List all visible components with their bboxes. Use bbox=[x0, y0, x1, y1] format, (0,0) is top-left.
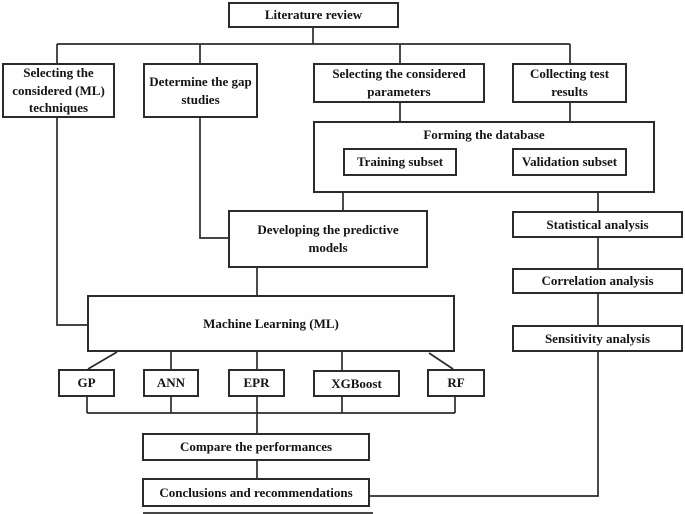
node-determine-gap: Determine the gap studies bbox=[143, 63, 258, 118]
node-sensitivity-analysis-label: Sensitivity analysis bbox=[544, 330, 651, 346]
node-selecting-techniques-label: Selecting the considered (ML) techniques bbox=[12, 65, 105, 116]
node-machine-learning-label: Machine Learning (ML) bbox=[203, 315, 339, 331]
node-collecting-results-label: Collecting test results bbox=[529, 66, 610, 99]
node-forming-database-label: Forming the database bbox=[423, 127, 545, 142]
node-literature-review: Literature review bbox=[228, 2, 399, 28]
node-xgboost-label: XGBoost bbox=[331, 375, 382, 391]
node-epr-label: EPR bbox=[243, 375, 270, 391]
connector-ml-rf-diagonal bbox=[428, 352, 454, 370]
node-developing-models: Developing the predictive models bbox=[228, 210, 428, 268]
connector-techniques-ml bbox=[56, 118, 87, 326]
node-correlation-analysis: Correlation analysis bbox=[512, 268, 683, 294]
node-training-subset-label: Training subset bbox=[356, 154, 444, 170]
connector-ml-gp-diagonal bbox=[87, 351, 118, 370]
node-selecting-techniques: Selecting the considered (ML) techniques bbox=[2, 63, 115, 118]
node-gp-label: GP bbox=[77, 375, 96, 391]
node-compare-performances: Compare the performances bbox=[142, 433, 370, 461]
node-machine-learning: Machine Learning (ML) bbox=[87, 295, 455, 352]
node-literature-review-label: Literature review bbox=[264, 7, 363, 23]
node-rf-label: RF bbox=[447, 375, 465, 391]
node-determine-gap-label: Determine the gap studies bbox=[149, 73, 252, 107]
connector-gap-developing bbox=[199, 118, 228, 239]
node-gp: GP bbox=[58, 369, 115, 397]
node-validation-subset: Validation subset bbox=[512, 148, 627, 176]
node-ann-label: ANN bbox=[156, 375, 186, 391]
node-correlation-analysis-label: Correlation analysis bbox=[541, 273, 654, 289]
node-developing-models-label: Developing the predictive models bbox=[257, 222, 399, 255]
node-ann: ANN bbox=[143, 369, 199, 397]
node-collecting-results: Collecting test results bbox=[512, 63, 627, 103]
node-conclusions-label: Conclusions and recommendations bbox=[159, 484, 353, 500]
node-selecting-parameters: Selecting the considered parameters bbox=[313, 63, 485, 103]
node-validation-subset-label: Validation subset bbox=[521, 154, 618, 170]
node-statistical-analysis-label: Statistical analysis bbox=[546, 216, 649, 232]
node-xgboost: XGBoost bbox=[313, 370, 400, 397]
node-conclusions: Conclusions and recommendations bbox=[142, 478, 370, 507]
node-statistical-analysis: Statistical analysis bbox=[512, 211, 683, 238]
node-selecting-parameters-label: Selecting the considered parameters bbox=[332, 66, 466, 99]
node-rf: RF bbox=[427, 369, 485, 397]
node-compare-performances-label: Compare the performances bbox=[179, 439, 333, 455]
node-epr: EPR bbox=[228, 369, 285, 397]
node-training-subset: Training subset bbox=[343, 148, 457, 176]
node-sensitivity-analysis: Sensitivity analysis bbox=[512, 325, 683, 352]
